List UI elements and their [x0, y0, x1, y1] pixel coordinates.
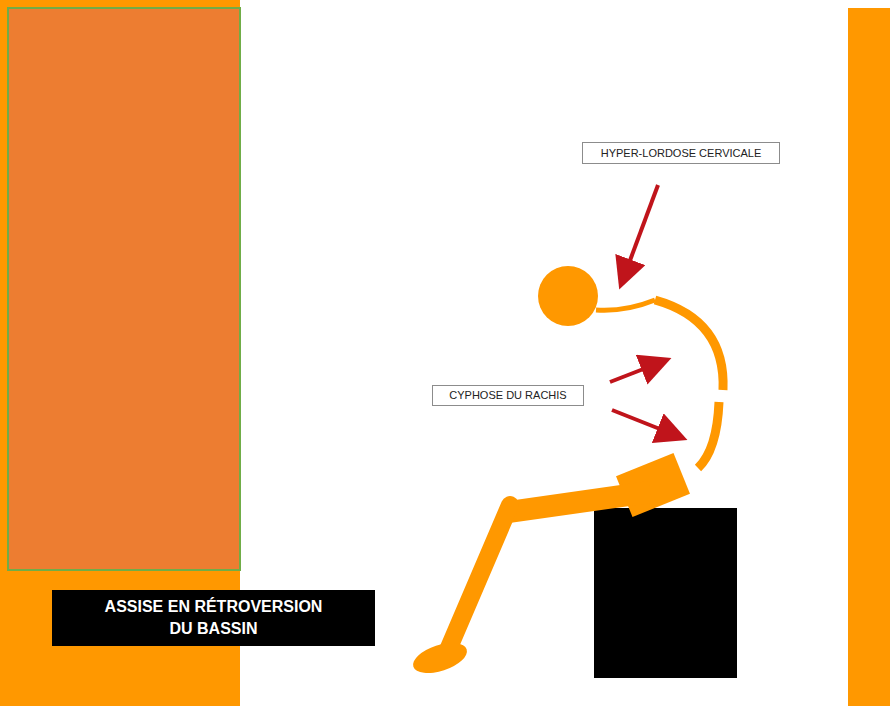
callout-box: HYPER-LORDOSE CERVICALE [582, 142, 780, 164]
title-banner: ASSISE EN RÉTROVERSION DU BASSIN [52, 590, 375, 646]
shin [448, 505, 510, 650]
thigh [508, 492, 650, 512]
side-band [848, 8, 890, 706]
label-text: CYPHOSE DU RACHIS [449, 389, 566, 402]
stool [594, 508, 737, 678]
callout-box: CYPHOSE DU RACHIS [432, 385, 584, 406]
pointer-arrow [610, 361, 664, 382]
spine-lower [698, 402, 719, 468]
head [538, 266, 598, 326]
spine-upper [655, 300, 723, 390]
label-text: HYPER-LORDOSE CERVICALE [601, 147, 762, 160]
pointer-arrow [612, 410, 680, 437]
label-text: ASSISE EN RÉTROVERSION DU BASSIN [98, 596, 330, 640]
foot [409, 637, 470, 679]
side-panel [8, 8, 240, 570]
neck [596, 300, 655, 310]
pointer-arrow [622, 185, 658, 282]
